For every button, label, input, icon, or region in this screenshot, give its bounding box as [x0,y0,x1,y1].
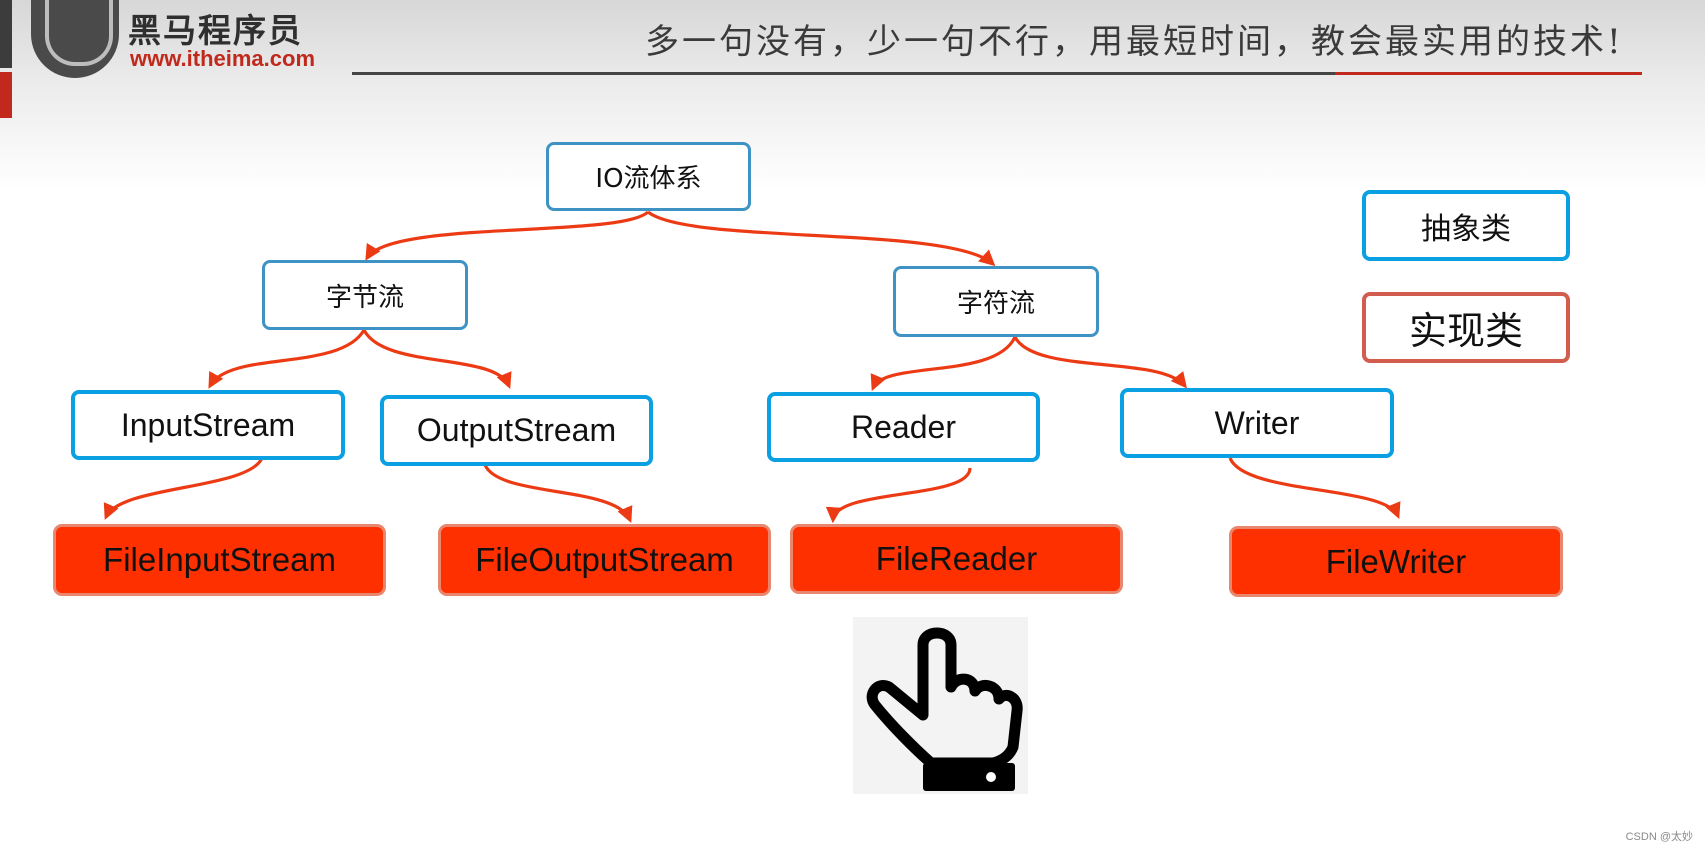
left-accent-dark [0,0,12,68]
arrow-writer-filewriter [1228,457,1401,519]
node-fileoutputstream: FileOutputStream [438,524,771,596]
arrow-input-fileinput [103,457,264,520]
pointing-hand-icon [853,617,1028,794]
legend-implementation-class: 实现类 [1362,292,1570,363]
arrow-root-byte [365,210,650,261]
arrow-char-reader [870,336,1017,391]
node-filewriter: FileWriter [1229,526,1563,597]
legend-abstract-class: 抽象类 [1362,190,1570,261]
horse-logo-icon [31,0,119,78]
header-band [0,0,1705,190]
brand-name: 黑马程序员 [128,11,303,50]
arrow-byte-input [208,329,366,389]
arrow-char-writer [1013,336,1188,389]
watermark: CSDN @太妙 [1625,831,1693,843]
node-inputstream: InputStream [71,390,345,460]
header-rule [352,72,1642,75]
left-accent-red [0,72,12,118]
arrow-output-fileoutput [483,464,633,523]
slogan: 多一句没有，少一句不行，用最短时间，教会最实用的技术! [645,22,1624,62]
node-char-stream: 字符流 [893,266,1099,337]
arrow-root-char [647,210,996,267]
node-outputstream: OutputStream [380,395,653,466]
arrow-reader-filereader [825,467,972,524]
node-io-stream-system: IO流体系 [546,142,751,211]
node-reader: Reader [767,392,1040,462]
header-rule-accent [1335,72,1642,75]
node-byte-stream: 字节流 [262,260,468,330]
node-filereader: FileReader [790,524,1123,594]
node-fileinputstream: FileInputStream [53,524,386,596]
brand-url: www.itheima.com [130,46,316,71]
node-writer: Writer [1120,388,1394,458]
arrow-byte-output [362,329,512,389]
